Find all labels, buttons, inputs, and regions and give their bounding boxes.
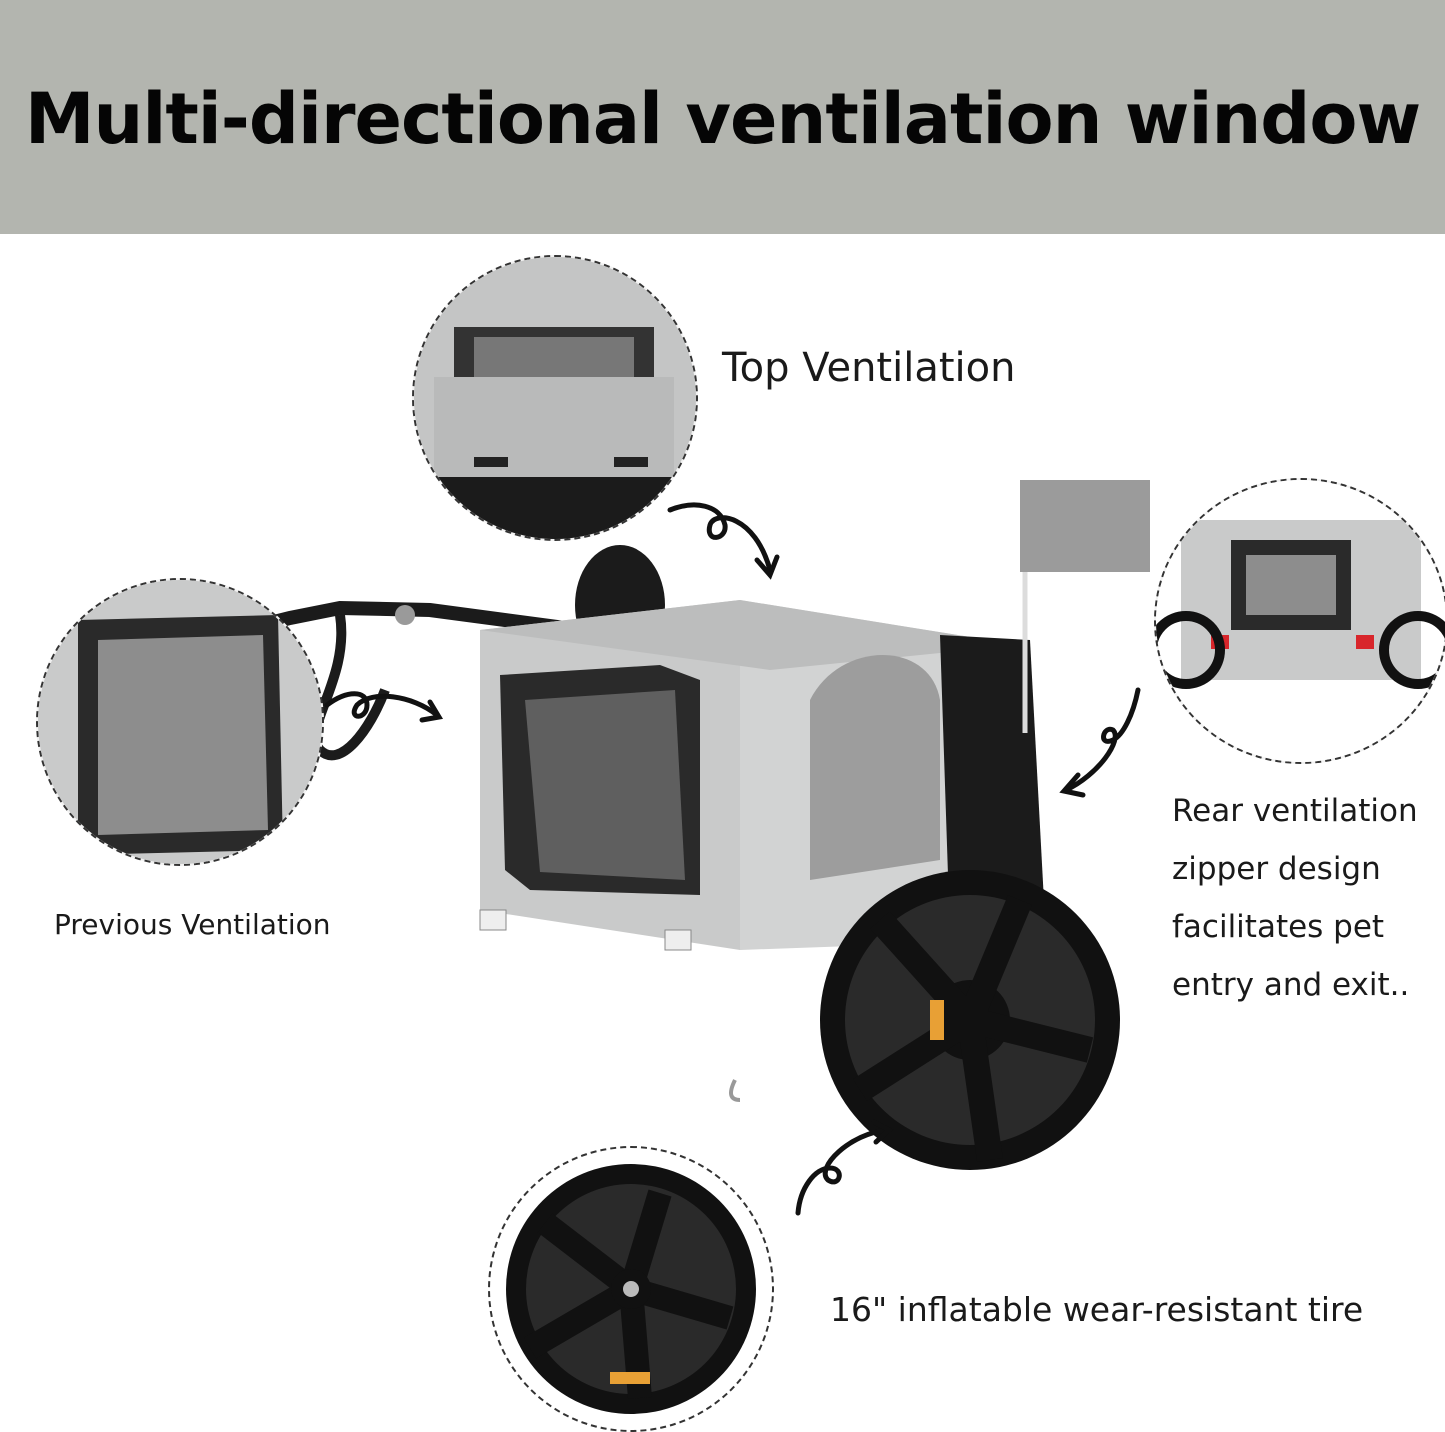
- tire-callout-arrow-icon: [795, 1119, 894, 1216]
- rear-ventilation-description: Rear ventilation zipper design facilitat…: [1172, 782, 1418, 1014]
- pet-trailer-image: [243, 545, 1120, 1170]
- rear-callout-arrow-icon: [1059, 687, 1141, 798]
- title-banner: Multi-directional ventilation window: [0, 0, 1445, 234]
- front-ventilation-label: Previous Ventilation: [54, 908, 331, 941]
- rear-ventilation-line: zipper design: [1172, 851, 1381, 887]
- rear-ventilation-line: entry and exit..: [1172, 967, 1410, 1003]
- tire-zoom: [488, 1146, 774, 1432]
- top-callout-arrow-icon: [667, 502, 780, 580]
- front-callout-arrow-icon: [324, 691, 444, 723]
- rear-ventilation-line: facilitates pet: [1172, 909, 1385, 945]
- safety-flag-image: [1020, 480, 1150, 733]
- rear-ventilation-line: Rear ventilation: [1172, 793, 1418, 829]
- tire-label: 16" inflatable wear-resistant tire: [830, 1290, 1364, 1329]
- top-ventilation-label: Top Ventilation: [722, 345, 1016, 391]
- front-ventilation-zoom: [36, 578, 324, 866]
- rear-ventilation-zoom: [1154, 478, 1445, 764]
- top-ventilation-zoom: [412, 255, 698, 541]
- banner-title: Multi-directional ventilation window: [24, 78, 1421, 160]
